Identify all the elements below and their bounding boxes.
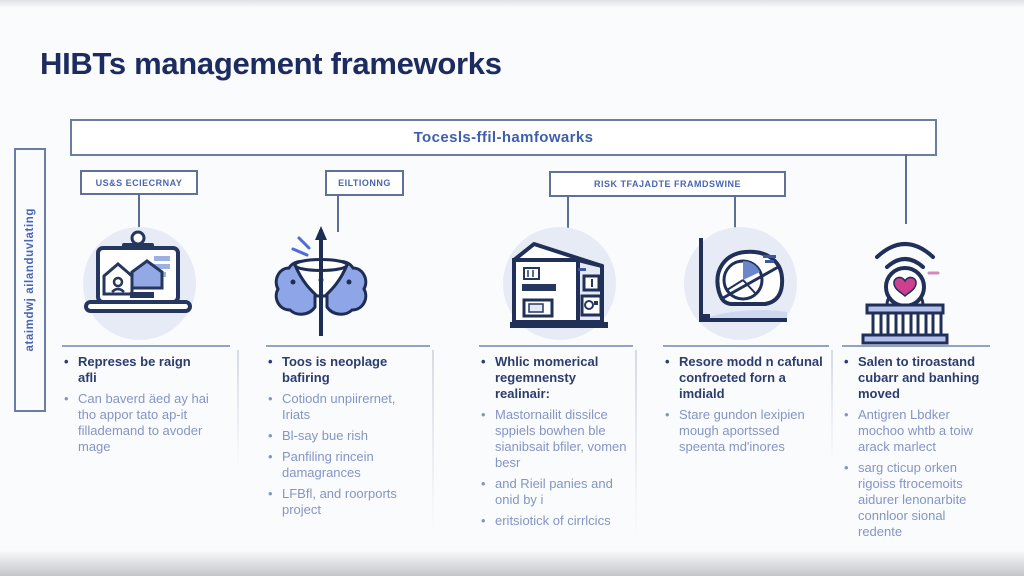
bullet-dot: • <box>64 354 69 369</box>
bullet-item: •Toos is neoplage bafiring <box>268 354 388 385</box>
photo-edge-bottom <box>0 550 1024 576</box>
column-separator <box>635 350 637 536</box>
connector-line-2 <box>337 194 339 232</box>
bullet-dot: • <box>268 449 273 464</box>
top-banner-label: Tocesls-ffil-hamfowarks <box>413 129 594 146</box>
bullet-dot: • <box>481 407 486 422</box>
bullet-item: •Resore modd n cafunal confroeted forn a… <box>665 354 823 401</box>
column-1-rule <box>62 345 230 347</box>
column-3-bullets: •Whlic momerical regemnensty realinair: … <box>479 345 633 534</box>
column-4-rule <box>663 345 829 347</box>
vertical-side-label: ataimdwj ailanduvlating <box>24 208 36 352</box>
column-separator <box>831 350 833 462</box>
bullet-item: •Stare gundon lexipien mough aportssed s… <box>665 407 805 454</box>
bullet-dot: • <box>268 428 273 443</box>
column-1-bullets: •Represes be raign afli •Can baverd äed … <box>62 345 230 460</box>
bullet-item: •Salen to tiroastand cubarr and banhing … <box>844 354 980 401</box>
brain-filter-icon <box>274 226 368 336</box>
bullet-item: •LFBfl, and roorports project <box>268 486 397 517</box>
column-separator <box>432 350 434 532</box>
factory-building-icon <box>510 242 608 328</box>
column-4-bullets: •Resore modd n cafunal confroeted forn a… <box>663 345 829 460</box>
bullet-dot: • <box>481 513 486 528</box>
bullet-item: •Represes be raign afli <box>64 354 191 385</box>
chart-pie-icon <box>699 238 787 322</box>
bullet-dot: • <box>268 486 273 501</box>
vertical-side-label-box: ataimdwj ailanduvlating <box>14 148 46 412</box>
bullet-dot: • <box>268 354 273 369</box>
column-5-bullets: •Salen to tiroastand cubarr and banhing … <box>842 345 990 545</box>
photo-edge-top <box>0 0 1024 8</box>
bullet-dot: • <box>64 391 69 406</box>
group-label-3: RISK TFAJADTE FRAMDSWINE <box>549 171 786 197</box>
bullet-dot: • <box>665 354 670 369</box>
bullet-dot: • <box>268 391 273 406</box>
connector-line-1 <box>138 193 140 233</box>
bullet-dot: • <box>481 354 486 369</box>
laptop-house-icon <box>84 230 192 313</box>
column-2-rule <box>266 345 430 347</box>
group-label-2: EILTIONNG <box>325 170 404 196</box>
connector-line-5 <box>905 154 907 224</box>
bullet-dot: • <box>844 354 849 369</box>
bullet-item: •Panfiling rincein damagrances <box>268 449 374 480</box>
bullet-item: •sarg cticup orken rigoiss ftrocemoits a… <box>844 460 967 539</box>
connector-line-3a <box>567 195 569 229</box>
bullet-item: •Mastornailit dissilce sppiels bowhen bl… <box>481 407 627 470</box>
connector-line-3b <box>734 195 736 229</box>
bullet-item: •Whlic momerical regemnensty realinair: <box>481 354 599 401</box>
group-label-1: US&S ECIECRNAY <box>80 170 198 195</box>
bullet-dot: • <box>481 476 486 491</box>
bullet-dot: • <box>844 460 849 475</box>
bullet-item: •Cotiodn unpiirernet, Iriats <box>268 391 396 422</box>
bullet-dot: • <box>844 407 849 422</box>
column-5-rule <box>842 345 990 347</box>
bank-wifi-heart-icon <box>861 242 949 345</box>
bullet-item: •Bl-say bue rish <box>268 428 368 443</box>
bullet-item: •eritsiotick of cirrlcics <box>481 513 611 528</box>
column-3-rule <box>479 345 633 347</box>
column-2-bullets: •Toos is neoplage bafiring •Cotiodn unpi… <box>266 345 430 523</box>
bullet-item: •Antigren Lbdker mochoo whtb a toiw arac… <box>844 407 973 454</box>
column-separator <box>237 350 239 468</box>
top-banner-box: Tocesls-ffil-hamfowarks <box>70 119 937 156</box>
bullet-item: •and Rieil panies and onid by i <box>481 476 613 507</box>
page-title: HIBTs management frameworks <box>40 46 502 81</box>
bullet-item: •Can baverd äed ay hai tho appor tato ap… <box>64 391 209 454</box>
bullet-dot: • <box>665 407 670 422</box>
